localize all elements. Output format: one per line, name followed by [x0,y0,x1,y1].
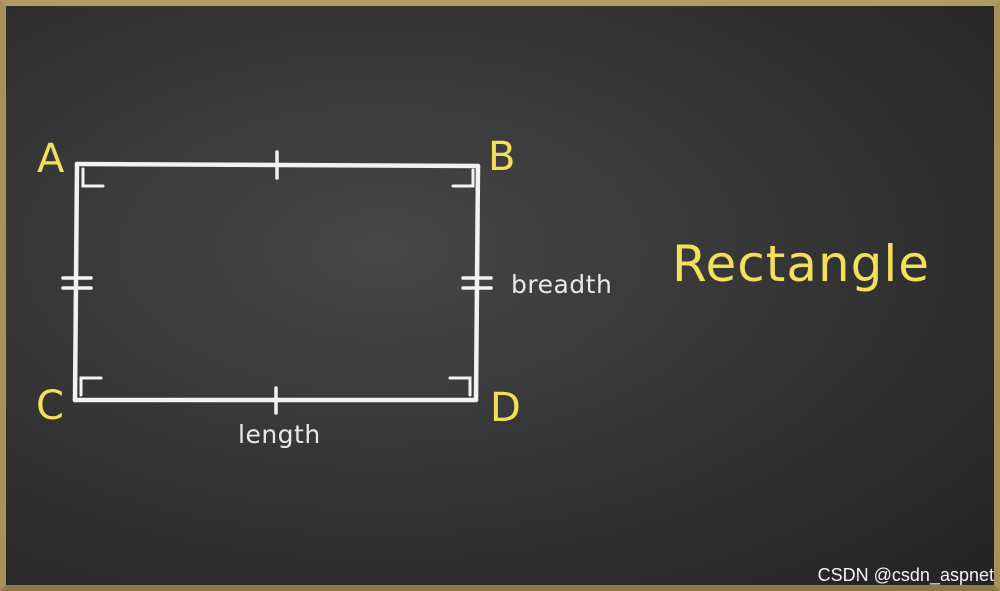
shape-title: Rectangle [672,235,931,293]
watermark: CSDN @csdn_aspnet [817,565,994,585]
breadth-label: breadth [511,270,613,299]
blackboard-surface [6,6,994,585]
length-label: length [238,420,321,449]
vertex-label-a: A [37,136,65,182]
side-ac [72,161,80,403]
double-tick-ac [61,276,93,290]
vertex-label-c: C [36,383,64,429]
right-angle-c [79,376,103,397]
vertex-label-d: D [490,385,521,431]
side-bd [473,163,481,403]
right-angle-d [448,376,472,397]
right-angle-b [451,168,475,188]
right-angle-a [81,167,105,188]
double-tick-bd [461,276,493,290]
vertex-label-b: B [488,134,516,180]
